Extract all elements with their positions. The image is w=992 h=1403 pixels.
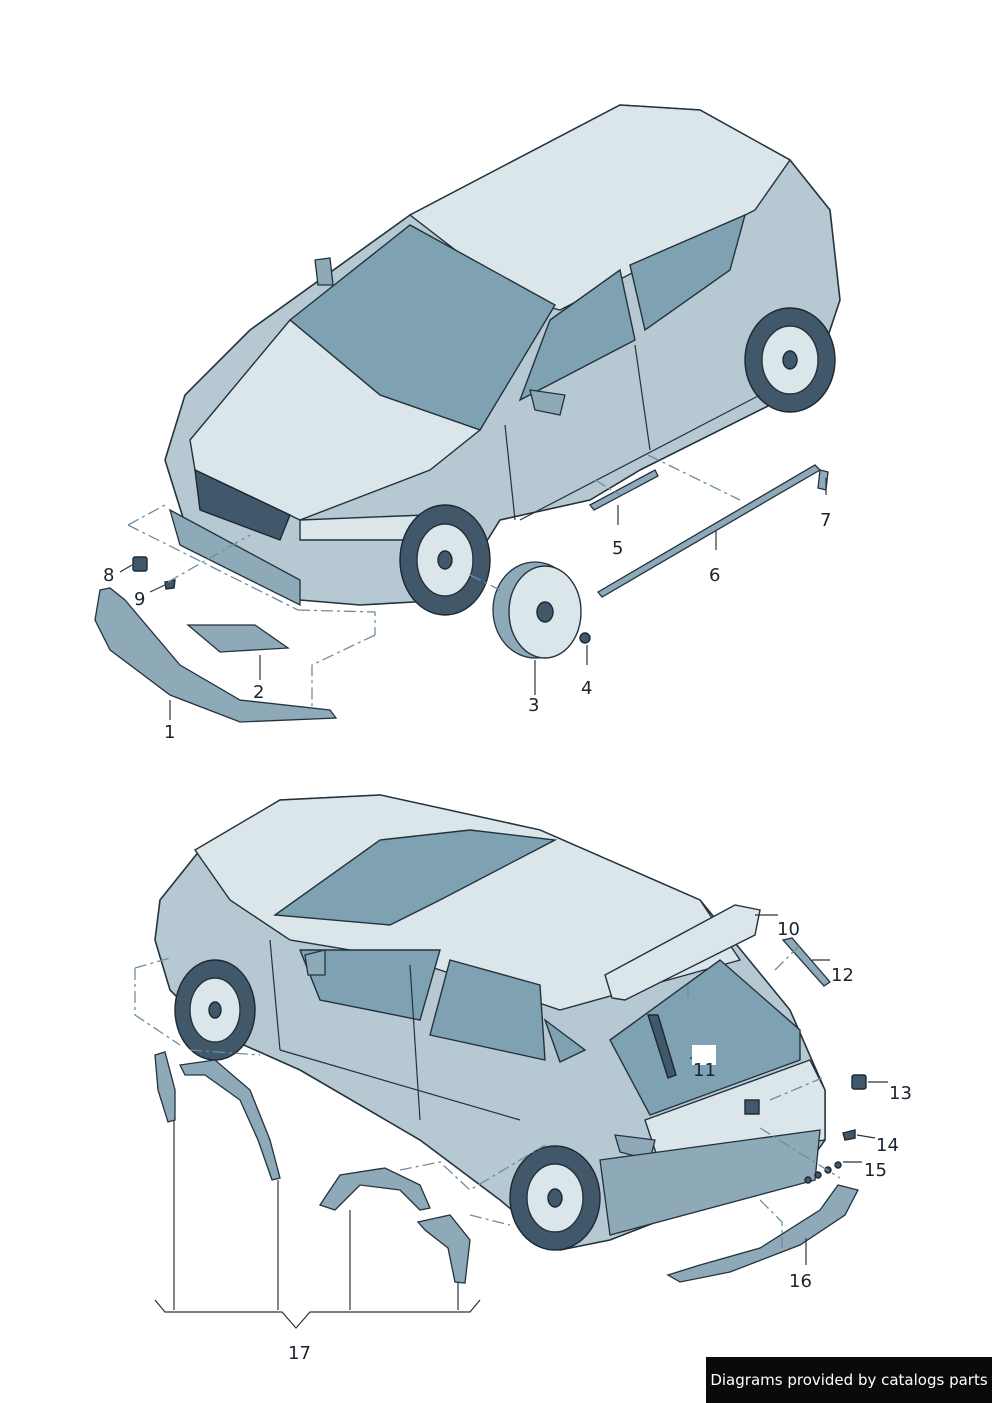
part-trim-strip — [781, 937, 831, 987]
callout-6: 6 — [709, 565, 720, 586]
callout-13: 13 — [889, 1083, 912, 1104]
callout-17: 17 — [288, 1343, 311, 1364]
part-bracket — [164, 579, 176, 590]
callout-8: 8 — [103, 565, 114, 586]
catalog-credit-badge: Diagrams provided by catalogs parts — [706, 1357, 992, 1403]
part-grille-insert — [186, 624, 290, 653]
callout-1: 1 — [164, 722, 175, 743]
car-rear-view — [154, 794, 826, 1251]
part-wheel-bolt — [579, 632, 591, 644]
part-rear-spoiler — [604, 904, 761, 1001]
car-front-view — [164, 104, 841, 616]
callout-12: 12 — [831, 965, 854, 986]
part-fog-cover — [132, 556, 148, 572]
part-sill-trim-short — [589, 469, 659, 511]
callout-11: 11 — [693, 1060, 716, 1081]
callout-14: 14 — [876, 1135, 899, 1156]
callout-5: 5 — [612, 538, 623, 559]
callout-9: 9 — [134, 589, 145, 610]
part-spoiler-side — [647, 1014, 677, 1079]
catalog-credit-text: Diagrams provided by catalogs parts — [710, 1371, 988, 1389]
part-wheel-arches — [154, 1051, 471, 1284]
part-wheel-rim — [492, 561, 582, 659]
callout-7: 7 — [820, 510, 831, 531]
part-rear-diffuser — [666, 1184, 859, 1283]
callout-16: 16 — [789, 1271, 812, 1292]
part-emblem — [851, 1074, 867, 1090]
callout-4: 4 — [581, 678, 592, 699]
callout-15: 15 — [864, 1160, 887, 1181]
part-clip-rear — [842, 1129, 856, 1141]
callout-10: 10 — [777, 919, 800, 940]
callout-3: 3 — [528, 695, 539, 716]
callout-2: 2 — [253, 682, 264, 703]
part-front-spoiler — [94, 587, 338, 723]
